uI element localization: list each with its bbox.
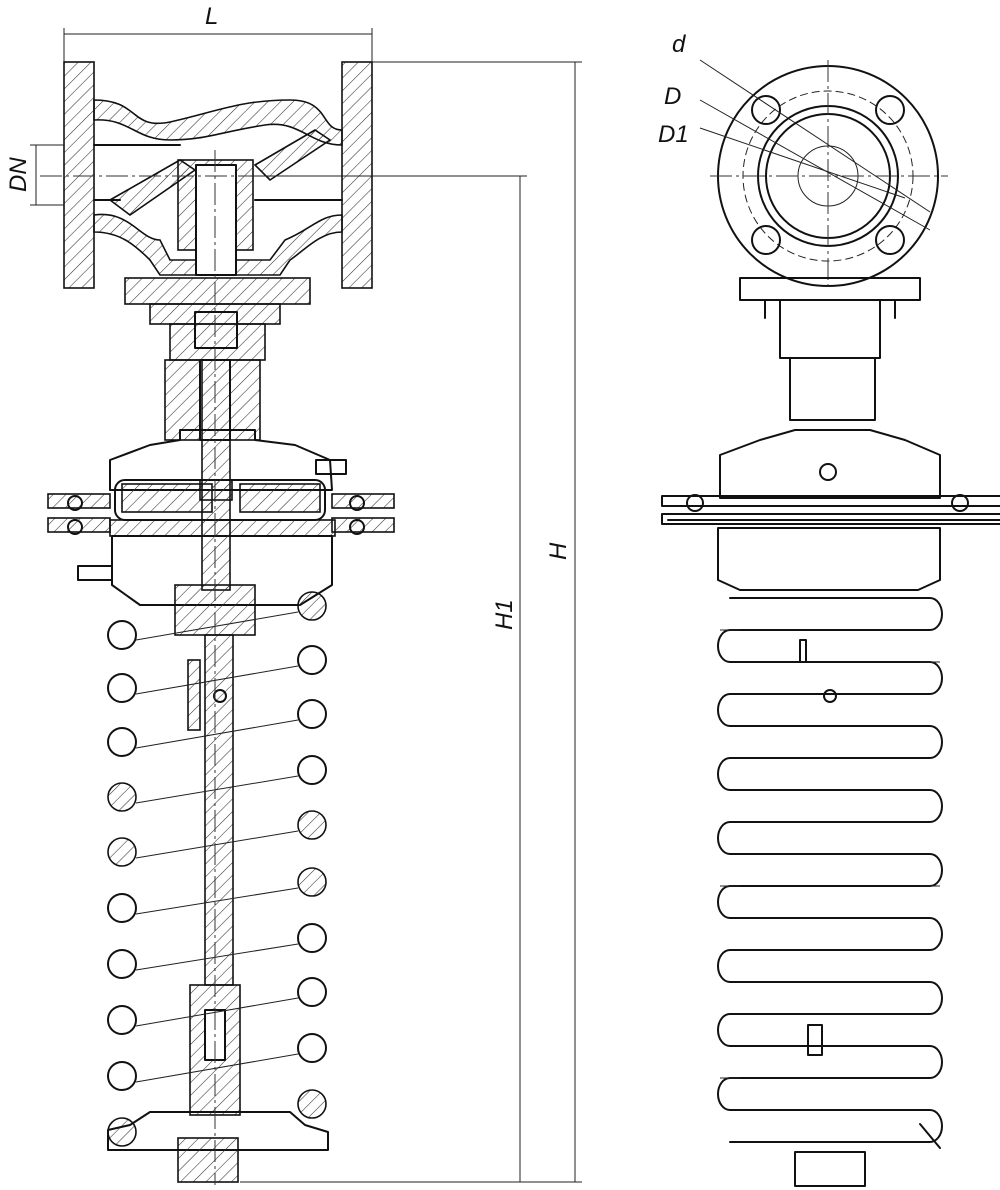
yoke xyxy=(739,277,921,421)
spring-section xyxy=(107,591,329,1183)
label-DN: DN xyxy=(5,157,32,192)
bolt-hole xyxy=(875,95,905,125)
bolt-hole xyxy=(875,225,905,255)
dimension-L: L xyxy=(63,3,373,62)
dimension-DN: DN xyxy=(5,144,64,206)
bolt-hole xyxy=(751,225,781,255)
label-D1: D1 xyxy=(658,121,689,148)
label-L: L xyxy=(205,3,218,30)
label-H: H xyxy=(545,542,572,560)
right-flange xyxy=(341,61,373,289)
spring-side xyxy=(717,597,943,1187)
side-view: d D D1 xyxy=(658,31,1000,1187)
dimension-H: H xyxy=(240,61,582,1183)
label-D: D xyxy=(664,83,681,110)
dimension-H1: H1 xyxy=(250,175,527,1182)
left-flange xyxy=(63,61,95,289)
actuator-side xyxy=(661,429,1000,591)
stem xyxy=(174,359,256,1116)
label-H1: H1 xyxy=(491,599,518,630)
label-d: d xyxy=(672,31,686,58)
section-view: L DN H H1 xyxy=(5,3,582,1185)
flange-face xyxy=(699,59,948,290)
bolt-hole xyxy=(751,95,781,125)
